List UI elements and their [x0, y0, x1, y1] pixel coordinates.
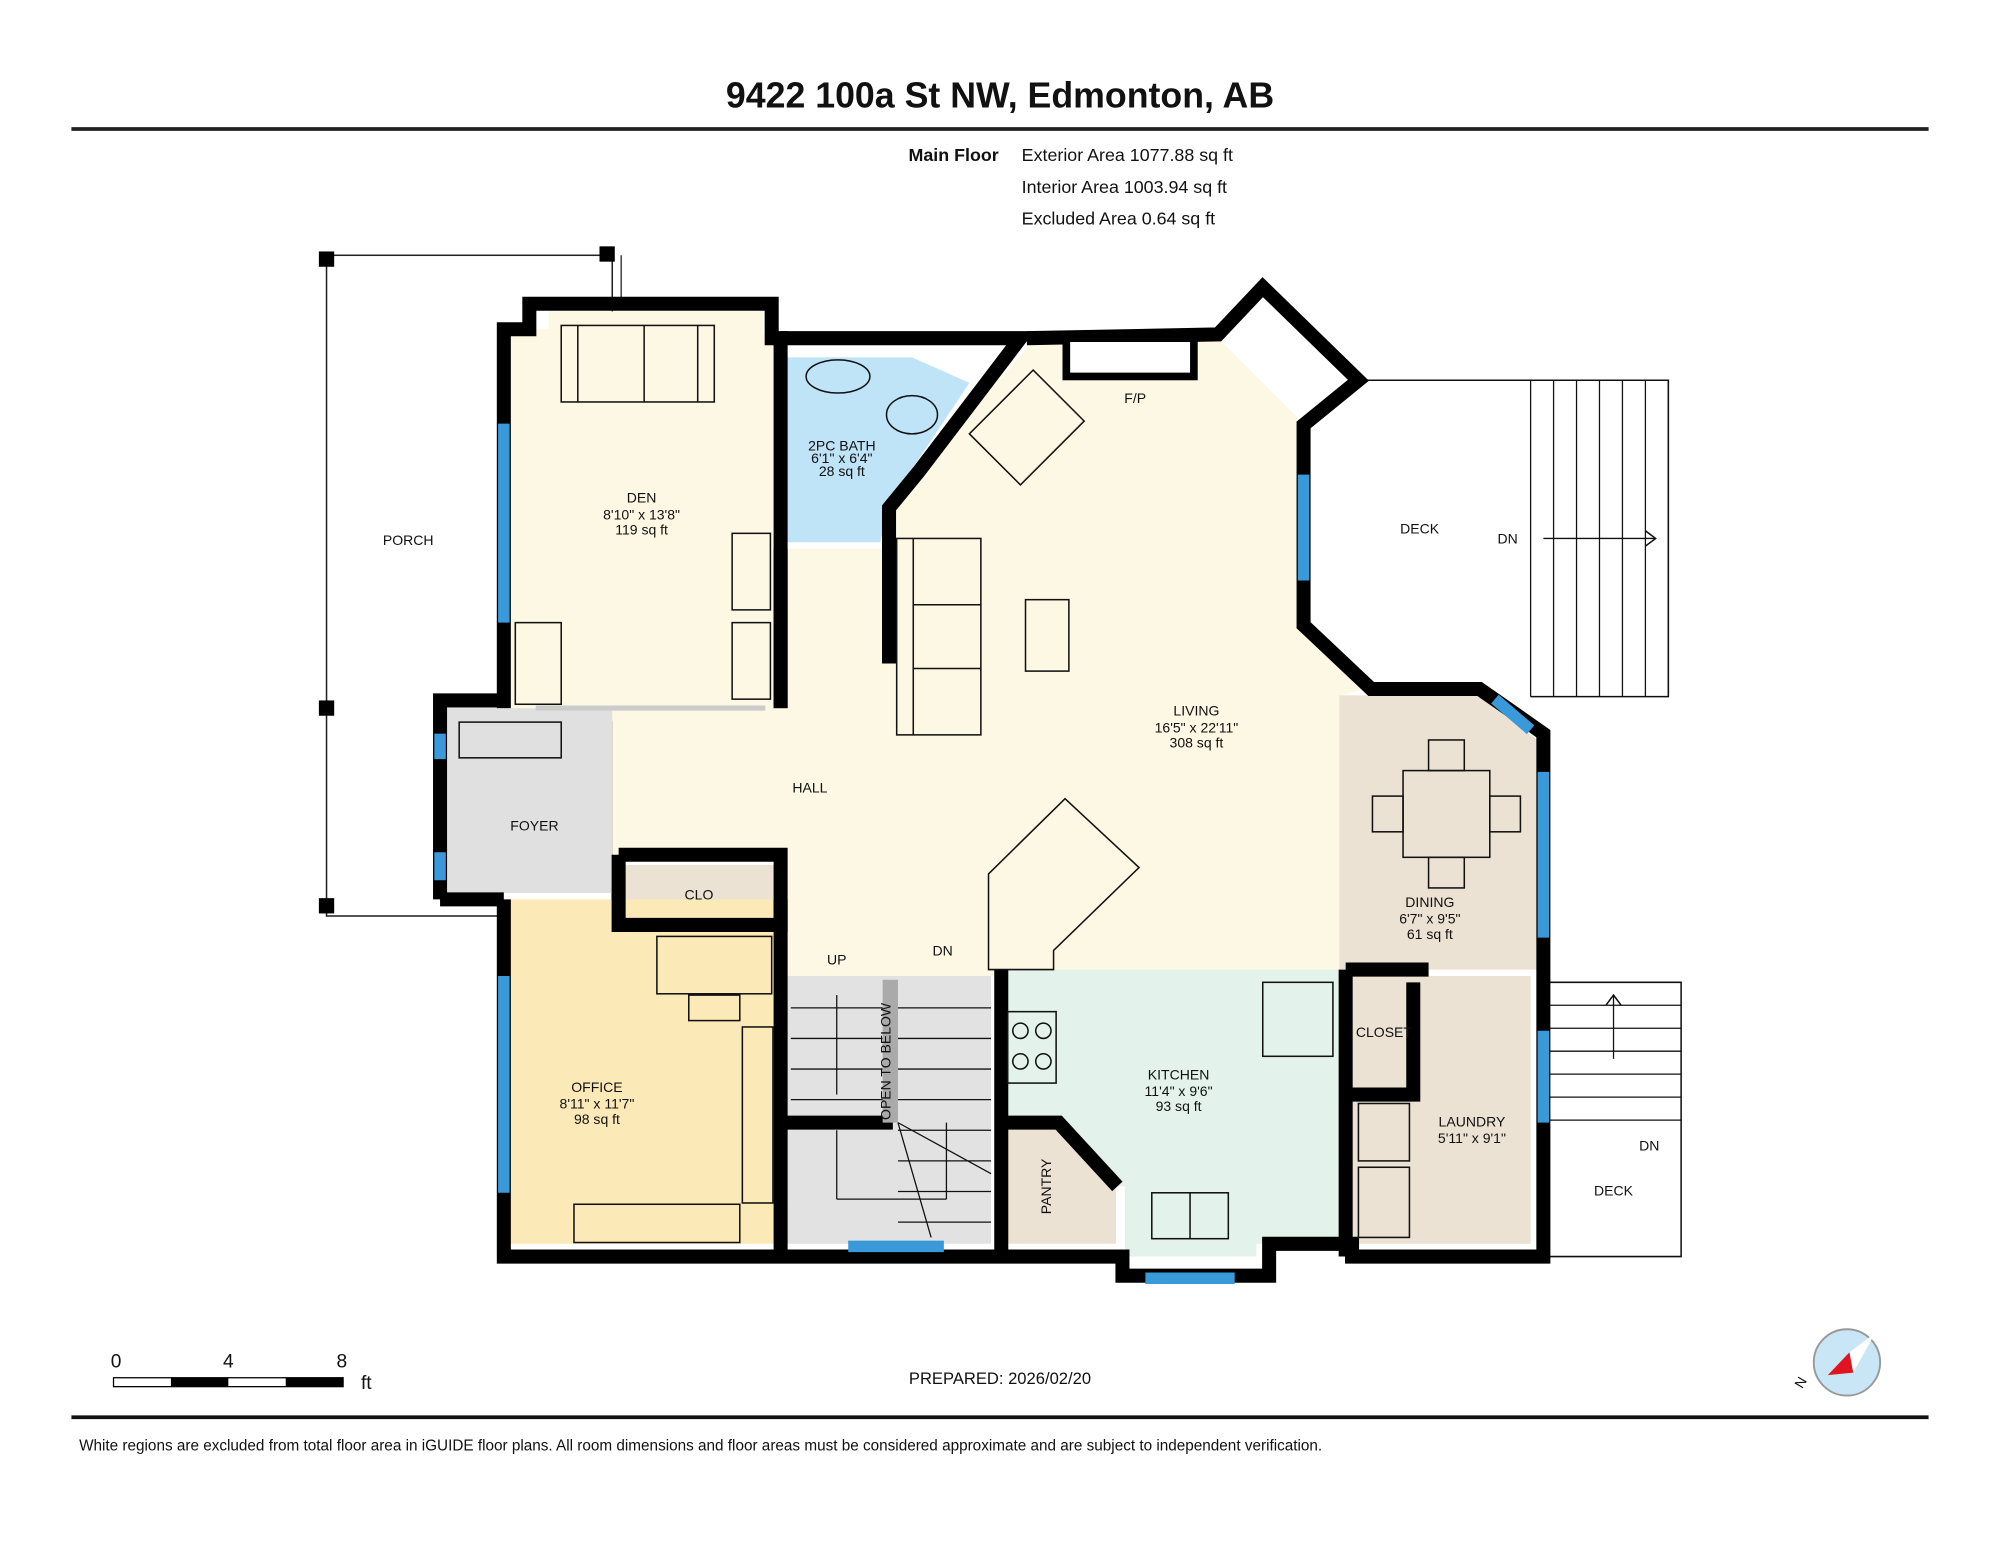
- room-foyer: [446, 708, 613, 894]
- room-den: [510, 311, 775, 709]
- den-area: 119 sq ft: [615, 522, 668, 538]
- stairs-up: UP: [827, 951, 846, 967]
- bath-area: 28 sq ft: [819, 463, 865, 479]
- porch-label: PORCH: [383, 532, 434, 548]
- interior-area: Interior Area 1003.94 sq ft: [1022, 177, 1227, 197]
- room-bath: [786, 357, 970, 543]
- room-labels: PORCH DEN 8'10" x 13'8" 119 sq ft 2PC BA…: [383, 390, 1660, 1214]
- walls: [433, 277, 1551, 1283]
- laundry-label: LAUNDRY: [1439, 1113, 1506, 1129]
- open-to-below-rail: [882, 979, 898, 1123]
- open-to-below: OPEN TO BELOW: [877, 1002, 893, 1120]
- hall-label: HALL: [792, 779, 827, 795]
- stairs-down: DN: [932, 943, 952, 959]
- den-label: DEN: [627, 490, 657, 506]
- scale-bar: 0 4 8 ft: [111, 1352, 373, 1395]
- floor-name: Main Floor: [909, 145, 999, 165]
- stair-winder: [897, 1122, 932, 1238]
- deck-lower-label: DECK: [1594, 1182, 1634, 1198]
- room-living-hall: [561, 338, 1368, 976]
- office-label: OFFICE: [571, 1079, 622, 1095]
- stair-winder: [897, 1122, 992, 1175]
- kitchen-area: 93 sq ft: [1156, 1098, 1202, 1114]
- deck-lower: [1545, 981, 1682, 1258]
- compass-north-label: N: [1791, 1374, 1810, 1391]
- dining-area: 61 sq ft: [1407, 926, 1453, 942]
- laundry-dims: 5'11" x 9'1": [1438, 1130, 1506, 1146]
- deck-upper-label: DECK: [1400, 520, 1440, 536]
- windows: [434, 423, 1550, 1284]
- kitchen-label: KITCHEN: [1148, 1066, 1210, 1082]
- dining-label: DINING: [1405, 894, 1454, 910]
- deck-upper: [1362, 379, 1670, 698]
- prepared-date: PREPARED: 2026/02/20: [909, 1369, 1091, 1388]
- living-area: 308 sq ft: [1170, 735, 1224, 751]
- deck-lower-dn: DN: [1639, 1138, 1659, 1154]
- bath-dims: 6'1" x 6'4": [811, 450, 872, 466]
- page-title: 9422 100a St NW, Edmonton, AB: [726, 75, 1274, 115]
- office-area: 98 sq ft: [574, 1111, 620, 1127]
- scale-tick-8: 8: [337, 1352, 348, 1373]
- scale-tick-4: 4: [223, 1352, 234, 1373]
- exterior-area: Exterior Area 1077.88 sq ft: [1022, 145, 1233, 165]
- foyer-label: FOYER: [510, 818, 558, 834]
- den-dims: 8'10" x 13'8": [603, 506, 680, 522]
- room-dining: [1339, 695, 1537, 970]
- stairs: [790, 995, 992, 1238]
- north-compass-icon: N: [1791, 1328, 1882, 1397]
- room-laundry: [1352, 975, 1531, 1244]
- kitchen-dims: 11'4" x 9'6": [1145, 1083, 1213, 1099]
- room-office: [510, 899, 775, 1244]
- pantry-label: PANTRY: [1038, 1158, 1054, 1214]
- dining-dims: 6'7" x 9'5": [1399, 911, 1460, 927]
- closet-label: CLOSET: [1356, 1024, 1413, 1040]
- bath-label: 2PC BATH: [808, 437, 875, 453]
- furniture: [458, 324, 1522, 1244]
- scale-tick-0: 0: [111, 1352, 122, 1373]
- fireplace-label: F/P: [1124, 390, 1146, 406]
- clo-label: CLO: [685, 886, 714, 902]
- scale-unit: ft: [361, 1373, 372, 1394]
- excluded-area: Excluded Area 0.64 sq ft: [1022, 209, 1215, 229]
- living-label: LIVING: [1173, 703, 1219, 719]
- office-dims: 8'11" x 11'7": [560, 1096, 635, 1112]
- disclaimer: White regions are excluded from total fl…: [79, 1437, 1322, 1454]
- deck-upper-dn: DN: [1498, 531, 1518, 547]
- living-dims: 16'5" x 22'11": [1155, 719, 1239, 735]
